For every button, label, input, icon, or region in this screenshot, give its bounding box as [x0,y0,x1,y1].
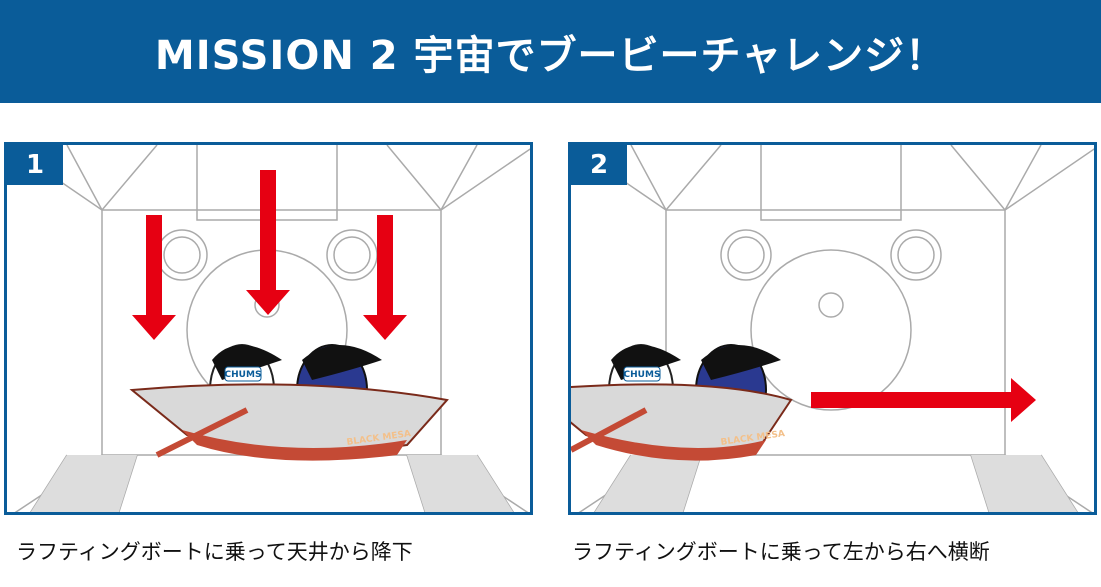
boat: BLACK MESA [129,383,449,461]
title-banner: MISSION 2 宇宙でブービーチャレンジ！ [0,0,1101,103]
panel-number: 1 [7,145,63,185]
shirt-badge: CHUMS [623,366,661,382]
arrow-right-icon [811,378,1036,422]
shirt-badge: CHUMS [224,366,262,382]
panel-2-caption: ラフティングボートに乗って左から右へ横断 [572,540,990,564]
page-title: MISSION 2 宇宙でブービーチャレンジ！ [154,32,947,79]
panel-number: 2 [571,145,627,185]
room-illustration: BLACK MESA CHUMS [571,145,1094,512]
room-illustration: BLACK MESA CHUMS [7,145,530,512]
panel-1: 1 BLACK MESA CHUMS [4,142,533,515]
panel-2: 2 BLACK MESA CHUMS [568,142,1097,515]
shirt-text: CHUMS [624,370,661,380]
boat: BLACK MESA [571,383,793,461]
panel-1-caption: ラフティングボートに乗って天井から降下 [16,540,413,564]
arrow-down-icon [132,170,407,340]
shirt-text: CHUMS [225,370,262,380]
